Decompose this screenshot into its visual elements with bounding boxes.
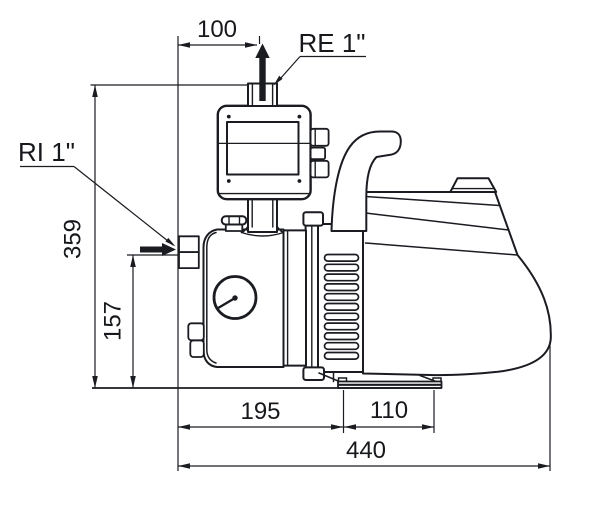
- outlet-label: RE 1": [298, 28, 365, 58]
- cable-glands: [309, 127, 330, 179]
- foot-assembly: [318, 371, 443, 389]
- dim-110-value: 110: [370, 397, 408, 424]
- dim-157-value: 157: [100, 301, 127, 341]
- motor-body: [362, 177, 552, 377]
- outlet-label-group: RE 1": [273, 28, 366, 86]
- inlet-label-group: RI 1": [18, 137, 176, 247]
- pressure-gauge: [212, 275, 258, 320]
- inlet-label: RI 1": [18, 137, 75, 167]
- vent-slots: [323, 253, 360, 360]
- motor-outline: [362, 191, 552, 377]
- dim-195-value: 195: [240, 398, 280, 425]
- gauge-hub: [232, 295, 238, 301]
- carry-handle: [330, 130, 402, 232]
- flange-top-cap: [302, 211, 324, 227]
- terminal-box: [449, 177, 498, 193]
- controller-screws: [226, 114, 302, 183]
- dim-359-value: 359: [60, 219, 87, 259]
- motor-flange: [302, 211, 325, 381]
- inlet-flow-arrow: [140, 243, 176, 256]
- inlet-leader: [73, 166, 174, 246]
- dimension-110: 110: [344, 397, 434, 430]
- controller-neck: [240, 198, 285, 237]
- extension-lines: [90, 36, 551, 471]
- dimension-195: 195: [178, 398, 434, 430]
- dimension-440: 440: [178, 437, 550, 469]
- diffuser-band: [282, 229, 307, 367]
- dim-440-value: 440: [346, 437, 386, 464]
- dimension-100: 100: [178, 16, 257, 48]
- drain-plug: [187, 322, 205, 358]
- motor-seam-2: [364, 212, 510, 231]
- priming-cap: [220, 215, 248, 232]
- inlet-leader-arrow: [165, 237, 176, 247]
- vent-panel: [316, 223, 364, 373]
- dimension-359: 359: [60, 85, 98, 388]
- gauge-needle: [217, 296, 237, 309]
- pump-front-inner-line: [206, 231, 217, 364]
- dimension-157: 157: [100, 255, 136, 388]
- dim-100-value: 100: [197, 16, 237, 43]
- motor-seam-1: [364, 195, 501, 207]
- controller-box: [216, 104, 312, 201]
- outlet-leader-arrow: [273, 75, 283, 86]
- motor-seam-3: [364, 242, 518, 256]
- outlet-flow-arrow: [255, 43, 270, 101]
- flange-bottom-cap: [302, 366, 325, 381]
- inlet-port: [178, 235, 200, 270]
- controller-display-panel: [226, 121, 300, 176]
- controller-housing: [216, 104, 312, 201]
